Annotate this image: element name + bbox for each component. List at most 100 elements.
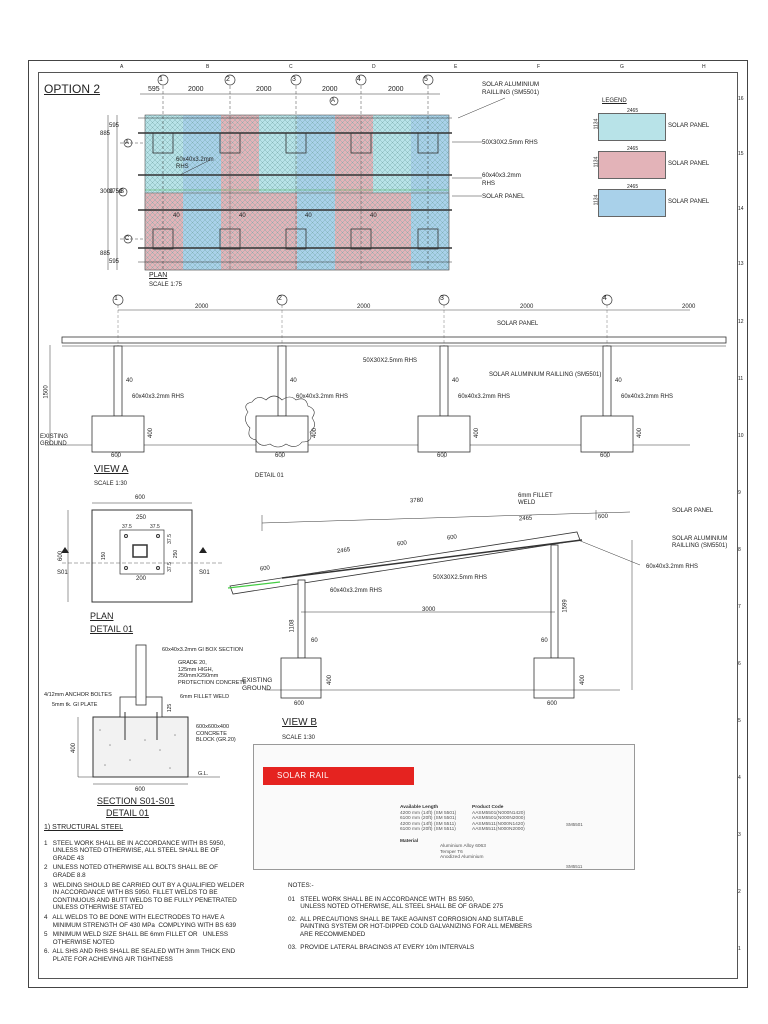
panel-label: SOLAR PANEL [497, 321, 539, 327]
dim-label: 2000 [388, 86, 404, 93]
dim-label: 885 [100, 251, 111, 257]
dim-label: 1500 [43, 385, 50, 399]
dim-label: 400 [580, 674, 587, 686]
grid-number: 11 [738, 376, 744, 382]
dim-label: 40 [305, 213, 312, 219]
grid-circle [118, 187, 128, 197]
dim-label: 200 [136, 576, 147, 582]
dim-label: 600 [446, 534, 458, 542]
grid-circle-label: 5 [424, 76, 428, 83]
grid-circle-label: 2 [226, 76, 230, 83]
grid-number: 4 [738, 775, 741, 781]
dim-label: 400 [327, 674, 334, 686]
dim-label: 400 [637, 427, 644, 439]
drawing-sheet-border [28, 60, 748, 988]
dim-label: 40 [452, 378, 459, 384]
detail-01-cloud [245, 395, 315, 448]
grid-letter: D [372, 64, 376, 70]
grid-number: 2 [738, 889, 741, 895]
grid-circle-label: 3 [440, 295, 444, 302]
dim-label: 40 [290, 378, 297, 384]
dim-label: 40 [615, 378, 622, 384]
section-sub: DETAIL 01 [106, 808, 150, 818]
view-a-grid-circles [112, 294, 613, 306]
profile-label: SM5511 [566, 864, 583, 869]
section-caption: SECTION S01-S01 [97, 796, 175, 806]
dim-label: 2000 [682, 304, 696, 310]
general-note: 01 STEEL WORK SHALL BE IN ACCORDANCE WIT… [288, 895, 504, 911]
dim-label: 2000 [256, 86, 272, 93]
dim-label: 2000 [188, 86, 204, 93]
plan-post-boxes [152, 132, 439, 250]
gi-box-label: 60x40x3.2mm GI BOX SECTION [162, 647, 243, 653]
section-markers [61, 547, 207, 553]
grade-label: GRADE 20, 125mm HIGH, 250mmX250mm PROTEC… [178, 660, 247, 686]
grid-circle-label: 1 [159, 76, 163, 83]
rail-col-title: Available Length [400, 805, 439, 810]
grid-circle-label: A [331, 98, 336, 104]
ground-label: EXISTING GROUND [40, 434, 69, 447]
steel-heading: 1) STRUCTURAL STEEL [44, 824, 124, 831]
view-a-scale: SCALE 1:30 [94, 481, 128, 487]
grid-letter: E [454, 64, 458, 70]
dim-label: 37.5 [122, 524, 132, 530]
notes-heading: NOTES:- [288, 882, 314, 889]
dim-label: 595 [148, 86, 160, 93]
grid-circle [355, 74, 367, 86]
dim-label: 3750 [109, 189, 123, 195]
rail-code: AASM5501(N000N1420) [472, 810, 526, 816]
dim-label: 600 [597, 513, 609, 521]
grid-letter: C [289, 64, 293, 70]
plan-detail-caption: PLAN [90, 611, 114, 621]
dim-label: 37.5 [166, 562, 173, 572]
steel-note: 5 MINIMUM WELD SIZE SHALL BE 6mm FILLET … [44, 931, 229, 946]
rail-length: 6100 mm (20ft) (SM 5511) [400, 827, 456, 833]
grid-circle [157, 74, 169, 86]
general-notes: NOTES:- 01 STEEL WORK SHALL BE IN ACCORD… [288, 882, 608, 951]
grid-circle [123, 234, 133, 244]
dim-label: 37.5 [150, 524, 160, 530]
legend-title: LEGEND [602, 98, 627, 104]
grid-circle-label: 3 [292, 76, 296, 83]
steel-note: 6. ALL SHS AND RHS SHALL BE SEALED WITH … [44, 948, 236, 963]
grid-number: 8 [738, 547, 741, 553]
dim-label: 400 [71, 742, 78, 754]
steel-note: 3 WELDING SHOULD BE CARRIED OUT BY A QUA… [44, 881, 245, 912]
rail-col-title: Product Code [472, 805, 504, 810]
view-b [229, 510, 641, 699]
rail-code: AASM5511(N000N1420) [472, 821, 525, 827]
rail-code: AASM5511(N000N2000) [472, 827, 525, 833]
rail-length: 4200 mm (14ft) (SM 5501) [400, 810, 457, 816]
rhs-label: 60x40x3.2mm RHS [458, 394, 511, 400]
view-a-caption: VIEW A [94, 464, 129, 475]
dim-label: 600 [437, 453, 448, 459]
grid-circle [123, 138, 133, 148]
dim-label: 250 [173, 549, 180, 559]
block-label: 600x600x400 CONCRETE BLOCK (GR.20) [196, 724, 236, 743]
dim-label: 600 [396, 540, 408, 548]
grid-number: 16 [738, 96, 744, 102]
grid-letter: H [702, 64, 706, 70]
dim-label: 3780 [409, 497, 424, 505]
grid-letter: F [537, 64, 541, 70]
grid-number: 12 [738, 319, 744, 325]
legend-swatch [598, 189, 666, 217]
dim-label: 600 [135, 495, 146, 501]
grid-number: 7 [738, 604, 741, 610]
plan-detail-sub: DETAIL 01 [90, 624, 134, 634]
dim-label: 595 [109, 259, 120, 265]
dim-label: 40 [126, 378, 133, 384]
grid-number: 15 [738, 151, 744, 157]
grid-number: 1 [738, 946, 741, 952]
rail-label: SOLAR ALUMINIUM RAILLING (SM5501) [672, 536, 728, 549]
dim-label: 400 [148, 427, 155, 439]
bolts-label: 4/12mm ANCHOR BOLTES [44, 692, 112, 698]
section-s01 [77, 644, 220, 785]
dim-label: 600 [275, 453, 286, 459]
dim-label: 600 [547, 701, 558, 707]
grid-circle [329, 96, 339, 106]
rhs-small-label: 50X30X2.5mm RHS [363, 358, 418, 364]
legend-dim: 2465 [627, 108, 639, 114]
grid-number: 3 [738, 832, 741, 838]
rail-label: SOLAR ALUMINIUM RAILLING (SM5501) [489, 372, 602, 378]
